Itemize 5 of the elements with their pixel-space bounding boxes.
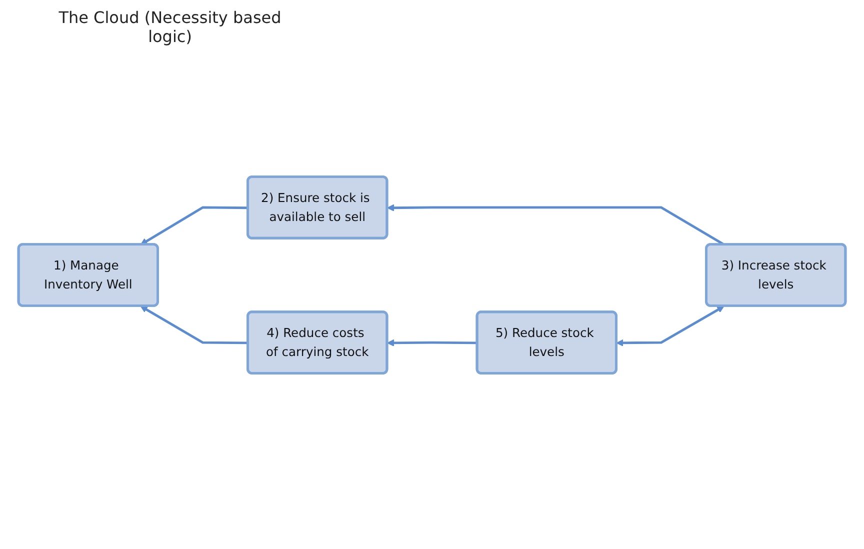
arrow [140, 206, 248, 245]
arrow [140, 305, 248, 344]
diagram-title: The Cloud (Necessity based logic) [58, 8, 282, 46]
arrow [616, 305, 724, 346]
arrow [387, 338, 478, 346]
